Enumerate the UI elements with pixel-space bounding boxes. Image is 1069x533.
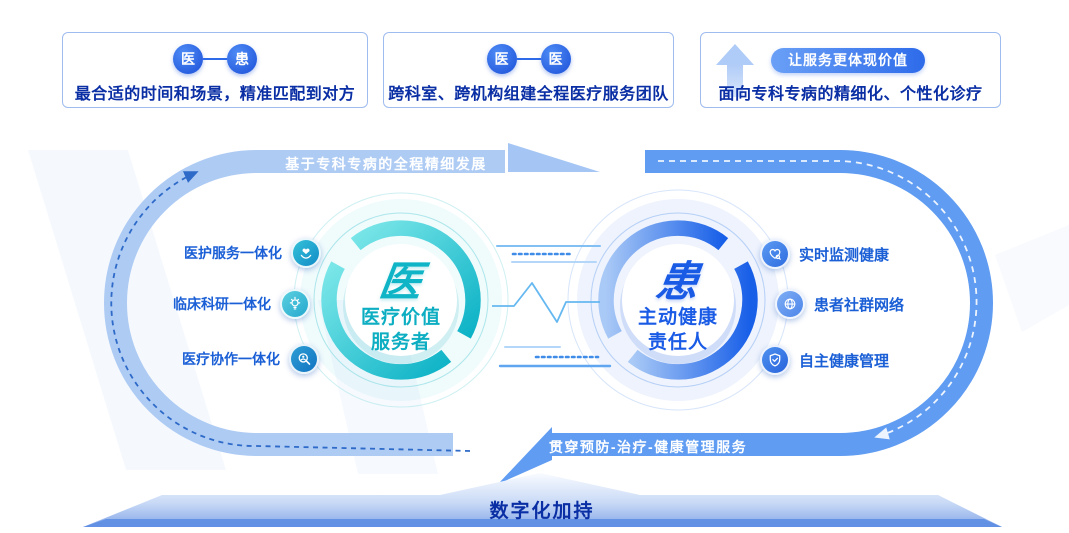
network-globe-icon	[775, 289, 805, 319]
item-label: 自主健康管理	[799, 352, 890, 370]
patient-item-self-management: 自主健康管理	[760, 345, 889, 375]
doctor-node: 医	[173, 44, 203, 74]
dashed-flow-right	[658, 160, 978, 440]
top-banner-label: 基于专科专病的全程精细发展	[285, 156, 487, 172]
digital-platform	[83, 473, 1002, 527]
bottom-banner-label: 贯穿预防-治疗-健康管理服务	[548, 439, 748, 455]
doctor-doctor-nodes: 医 医	[384, 43, 673, 75]
doctor-patient-nodes: 医 患	[63, 43, 367, 75]
value-badge: 让服务更体现价值	[771, 48, 925, 73]
lightbulb-icon	[280, 289, 310, 319]
doctor-item-research: 临床科研一体化	[173, 289, 310, 319]
patient-ring	[598, 220, 758, 380]
card-doctor-doctor: 医 医 跨科室、跨机构组建全程医疗服务团队	[383, 32, 674, 108]
item-label: 实时监测健康	[799, 246, 890, 264]
doctor-node-2: 医	[540, 44, 571, 74]
dashed-flow-left	[110, 171, 471, 452]
doctor-ring	[321, 220, 481, 380]
doctor-title-line2: 服务者	[370, 332, 431, 353]
card-service-value-caption: 面向专科专病的精细化、个性化诊疗	[718, 86, 983, 103]
loop-dark-track	[498, 150, 993, 484]
accent-lines	[496, 245, 612, 368]
item-label: 患者社群网络	[814, 296, 905, 314]
patient-node: 患	[227, 44, 257, 74]
node-connector	[516, 57, 541, 61]
dark-arrow-tip	[498, 427, 552, 484]
item-label: 临床科研一体化	[173, 296, 271, 312]
up-arrow-stem	[727, 64, 743, 97]
patient-symbol: 患	[653, 258, 702, 305]
card-doctor-doctor-caption: 跨科室、跨机构组建全程医疗服务团队	[388, 86, 669, 103]
magnifier-person-icon	[289, 344, 319, 374]
ecg-pulse-line	[492, 282, 600, 323]
shield-check-icon	[760, 345, 790, 375]
digital-platform-label: 数字化加持	[489, 501, 595, 522]
doctor-title-line1: 医疗价值	[360, 307, 441, 328]
heart-monitor-icon	[760, 239, 790, 269]
item-label: 医疗协作一体化	[182, 351, 280, 367]
doctor-item-service: 医护服务一体化	[184, 238, 321, 268]
card-doctor-patient-caption: 最合适的时间和场景，精准匹配到对方	[74, 86, 356, 103]
heart-hands-icon	[291, 238, 321, 268]
up-arrow-icon	[716, 44, 754, 65]
patient-title-line2: 责任人	[647, 332, 708, 353]
light-arrow-tip	[508, 143, 600, 172]
patient-item-community: 患者社群网络	[775, 289, 904, 319]
card-service-value: 让服务更体现价值 面向专科专病的精细化、个性化诊疗	[700, 32, 1001, 108]
patient-item-monitoring: 实时监测健康	[760, 239, 889, 269]
card-doctor-patient: 医 患 最合适的时间和场景，精准匹配到对方	[62, 32, 368, 108]
item-label: 医护服务一体化	[184, 245, 282, 261]
doctor-node: 医	[486, 44, 517, 74]
node-connector	[203, 57, 227, 61]
doctor-symbol: 医	[376, 258, 425, 305]
doctor-item-collaboration: 医疗协作一体化	[182, 344, 319, 374]
patient-title-line1: 主动健康	[637, 307, 718, 328]
